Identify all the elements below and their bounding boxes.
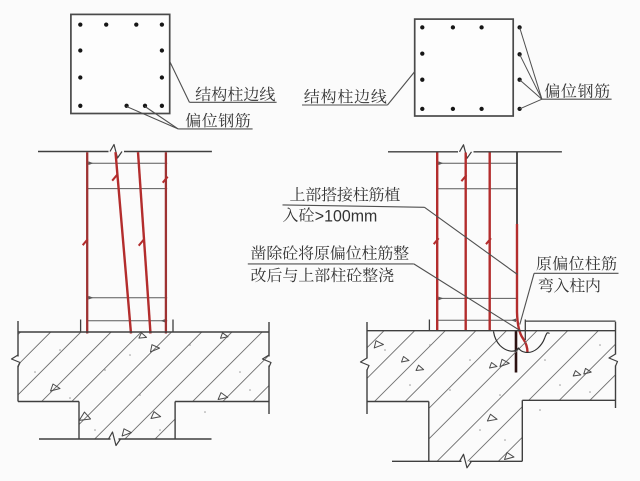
svg-text:>100mm: >100mm xyxy=(315,207,378,226)
